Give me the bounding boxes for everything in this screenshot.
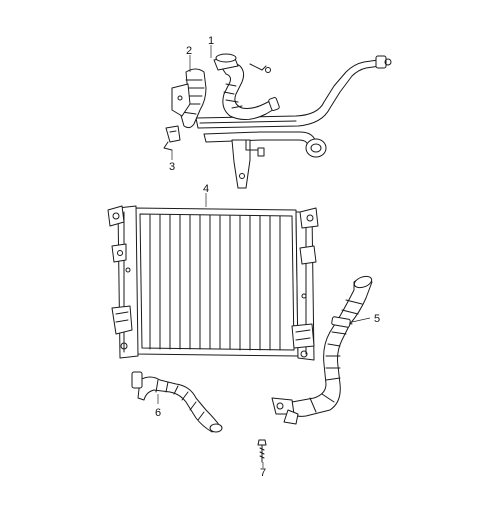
callout-5: 5 (374, 313, 380, 325)
coolant-tube-assembly (171, 53, 392, 189)
radiator (107, 205, 319, 361)
leader-lines (157, 45, 371, 468)
callout-2: 2 (186, 45, 192, 57)
small-bracket (163, 125, 181, 151)
callout-6: 6 (155, 407, 161, 419)
lower-radiator-hose (271, 275, 373, 425)
small-hose (131, 371, 223, 433)
callout-3: 3 (169, 161, 175, 173)
callout-4: 4 (203, 183, 209, 195)
bolt (257, 439, 267, 463)
callout-1: 1 (208, 35, 214, 47)
callout-7: 7 (260, 467, 266, 479)
